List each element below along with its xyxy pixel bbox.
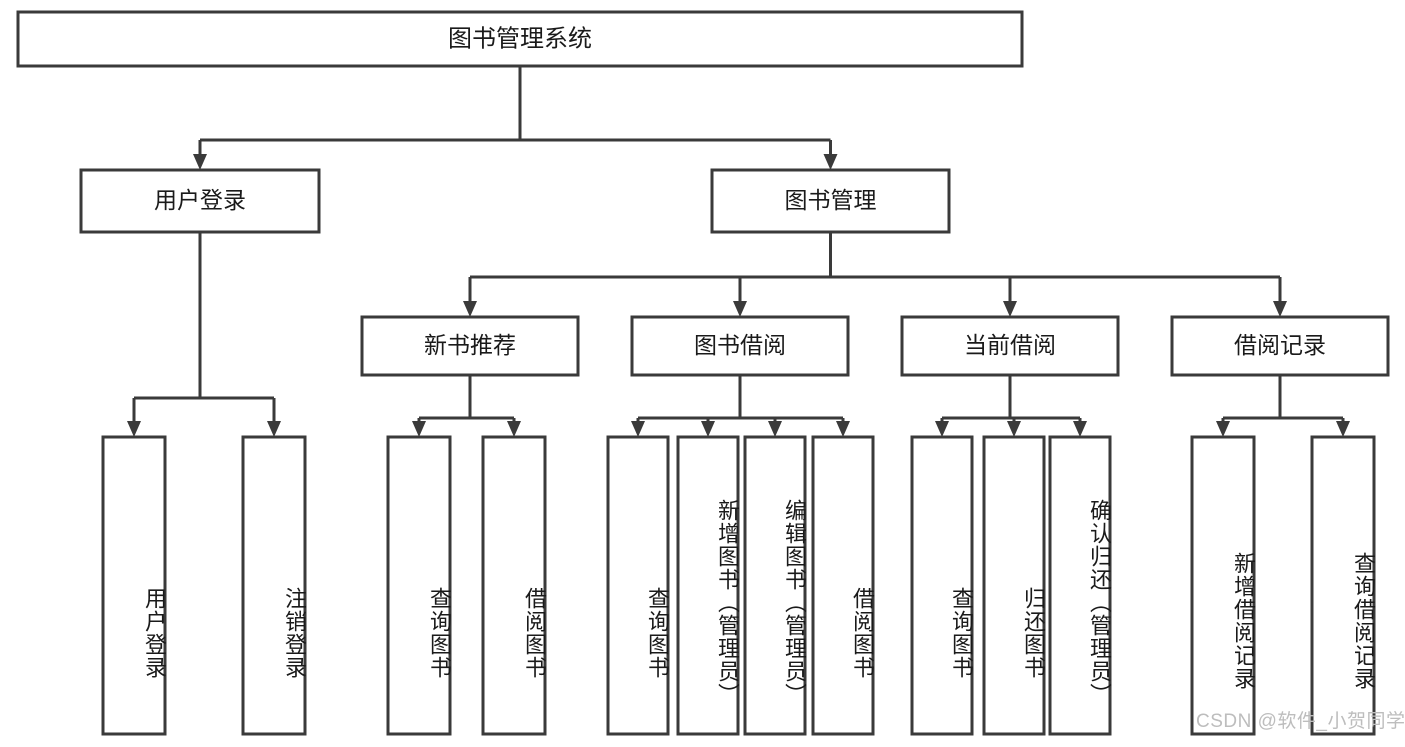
- arrow-head-l2-book-manage: [823, 154, 838, 170]
- arrow-head-leaf-leaf-cur-confirm-return: [1073, 421, 1087, 437]
- node-leaf-rec-query-record[interactable]: [1310, 435, 1376, 736]
- arrow-head-leaf-leaf-rec-borrow-book: [507, 421, 521, 437]
- arrow-head-leaf-leaf-rec-query-book: [412, 421, 426, 437]
- node-box-leaf-borrow-edit-book[interactable]: [743, 435, 807, 736]
- node-box-leaf-cur-return-book[interactable]: [982, 435, 1046, 736]
- node-leaf-rec-query-book[interactable]: [386, 435, 452, 736]
- arrow-head-l3-book-borrow: [733, 301, 747, 317]
- node-leaf-cur-return-book[interactable]: [982, 435, 1046, 736]
- node-box-leaf-rec-query-record[interactable]: [1310, 435, 1376, 736]
- node-box-book-borrow[interactable]: [630, 315, 850, 377]
- arrow-head-leaf-leaf-rec-query-record: [1336, 421, 1350, 437]
- arrow-head-leaf-leaf-borrow-add-book: [701, 421, 715, 437]
- node-leaf-borrow-query-book[interactable]: [606, 435, 670, 736]
- node-box-new-book-rec[interactable]: [360, 315, 580, 377]
- node-box-leaf-borrow-borrow-book[interactable]: [811, 435, 875, 736]
- node-leaf-cur-confirm-return[interactable]: [1048, 435, 1112, 736]
- node-label-new-book-rec: 新书推荐: [424, 332, 516, 358]
- node-label-book-borrow: 图书借阅: [694, 332, 786, 358]
- arrow-head-l3-new-book-rec: [463, 301, 477, 317]
- node-leaf-borrow-add-book[interactable]: [676, 435, 740, 736]
- node-leaf-user-login[interactable]: [101, 435, 167, 736]
- node-box-leaf-user-login[interactable]: [101, 435, 167, 736]
- node-box-user-login[interactable]: [79, 168, 321, 234]
- arrow-head-leaf-leaf-user-login: [127, 421, 141, 437]
- node-book-borrow[interactable]: 图书借阅: [630, 315, 850, 377]
- node-leaf-rec-borrow-book[interactable]: [481, 435, 547, 736]
- node-leaf-borrow-borrow-book[interactable]: [811, 435, 875, 736]
- node-box-leaf-rec-borrow-book[interactable]: [481, 435, 547, 736]
- node-box-root[interactable]: [16, 10, 1024, 68]
- node-box-leaf-rec-add-record[interactable]: [1190, 435, 1256, 736]
- node-box-leaf-cur-confirm-return[interactable]: [1048, 435, 1112, 736]
- node-box-leaf-borrow-query-book[interactable]: [606, 435, 670, 736]
- node-leaf-user-logout[interactable]: [241, 435, 307, 736]
- arrow-head-leaf-leaf-cur-query-book: [935, 421, 949, 437]
- node-box-leaf-rec-query-book[interactable]: [386, 435, 452, 736]
- node-box-leaf-user-logout[interactable]: [241, 435, 307, 736]
- node-box-borrow-record[interactable]: [1170, 315, 1390, 377]
- arrow-head-leaf-leaf-borrow-edit-book: [768, 421, 782, 437]
- node-user-login[interactable]: 用户登录: [79, 168, 321, 234]
- node-label-user-login: 用户登录: [154, 187, 246, 213]
- arrow-head-leaf-leaf-borrow-query-book: [631, 421, 645, 437]
- node-leaf-cur-query-book[interactable]: [910, 435, 974, 736]
- node-current-borrow[interactable]: 当前借阅: [900, 315, 1120, 377]
- node-leaf-borrow-edit-book[interactable]: [743, 435, 807, 736]
- arrow-head-leaf-leaf-rec-add-record: [1216, 421, 1230, 437]
- arrow-head-leaf-leaf-borrow-borrow-book: [836, 421, 850, 437]
- node-leaf-rec-add-record[interactable]: [1190, 435, 1256, 736]
- node-label-root: 图书管理系统: [448, 25, 592, 52]
- node-box-leaf-borrow-add-book[interactable]: [676, 435, 740, 736]
- node-borrow-record[interactable]: 借阅记录: [1170, 315, 1390, 377]
- arrow-head-l3-current-borrow: [1003, 301, 1017, 317]
- node-box-book-manage[interactable]: [710, 168, 951, 234]
- node-root[interactable]: 图书管理系统: [16, 10, 1024, 68]
- arrow-head-leaf-leaf-cur-return-book: [1007, 421, 1021, 437]
- node-book-manage[interactable]: 图书管理: [710, 168, 951, 234]
- arrow-head-l2-user-login: [193, 154, 207, 170]
- csdn-watermark: CSDN @软件_小贺同学: [1196, 711, 1405, 732]
- arrow-head-l3-borrow-record: [1273, 301, 1287, 317]
- node-box-leaf-cur-query-book[interactable]: [910, 435, 974, 736]
- node-label-borrow-record: 借阅记录: [1234, 332, 1326, 358]
- node-label-book-manage: 图书管理: [785, 187, 877, 213]
- connector-lines: [127, 66, 1350, 437]
- node-label-current-borrow: 当前借阅: [964, 332, 1056, 358]
- node-box-current-borrow[interactable]: [900, 315, 1120, 377]
- arrow-head-leaf-leaf-user-logout: [267, 421, 281, 437]
- node-new-book-rec[interactable]: 新书推荐: [360, 315, 580, 377]
